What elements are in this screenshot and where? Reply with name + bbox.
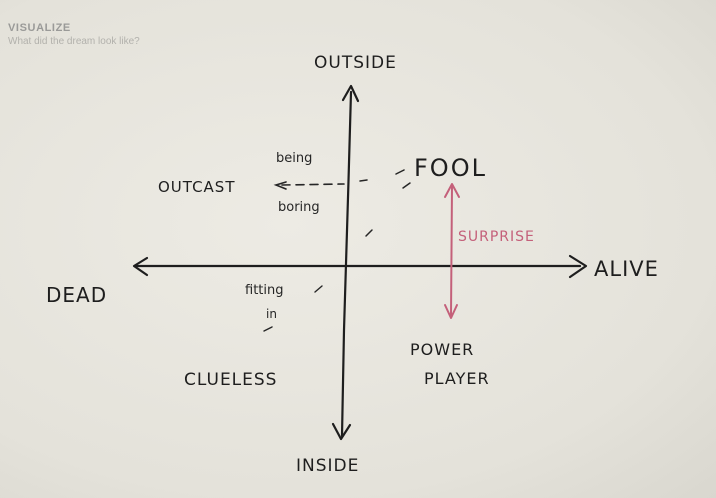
surprise-arrow [450,185,453,317]
dash-mark [263,326,273,332]
dashed-line [281,183,345,186]
label-player: PLAYER [424,369,490,388]
section-title: VISUALIZE [8,22,71,34]
dash-mark [395,169,405,175]
section-header: VISUALIZE What did the dream look like? [8,22,140,47]
right-arrow-head [568,254,588,279]
axis-label-bottom: INSIDE [296,456,359,476]
axis-label-top: OUTSIDE [314,53,397,73]
vertical-axis [340,90,353,438]
label-power: POWER [410,340,474,359]
note-fitting: fitting [245,283,284,298]
down-arrow-head [331,422,352,441]
note-boring: boring [278,200,320,215]
dash-mark [402,182,411,189]
label-fool: FOOL [414,154,487,182]
dash-mark [314,285,323,293]
dashed-arrow-to-outcast [273,181,287,190]
label-surprise: SURPRISE [458,229,535,245]
dash-mark [365,229,373,237]
surprise-arrow-head-down [444,304,458,319]
note-in: in [266,307,277,321]
dash-mark [359,179,368,182]
axis-label-left: DEAD [46,283,107,307]
label-outcast: OUTCAST [158,178,236,196]
up-arrow-head [341,84,360,103]
left-arrow-head [132,256,149,277]
note-being: being [276,151,312,166]
label-clueless: CLUELESS [184,370,277,390]
horizontal-axis [134,264,582,268]
axis-label-right: ALIVE [594,257,659,281]
section-subtitle: What did the dream look like? [8,36,140,47]
surprise-arrow-head-up [444,183,460,198]
